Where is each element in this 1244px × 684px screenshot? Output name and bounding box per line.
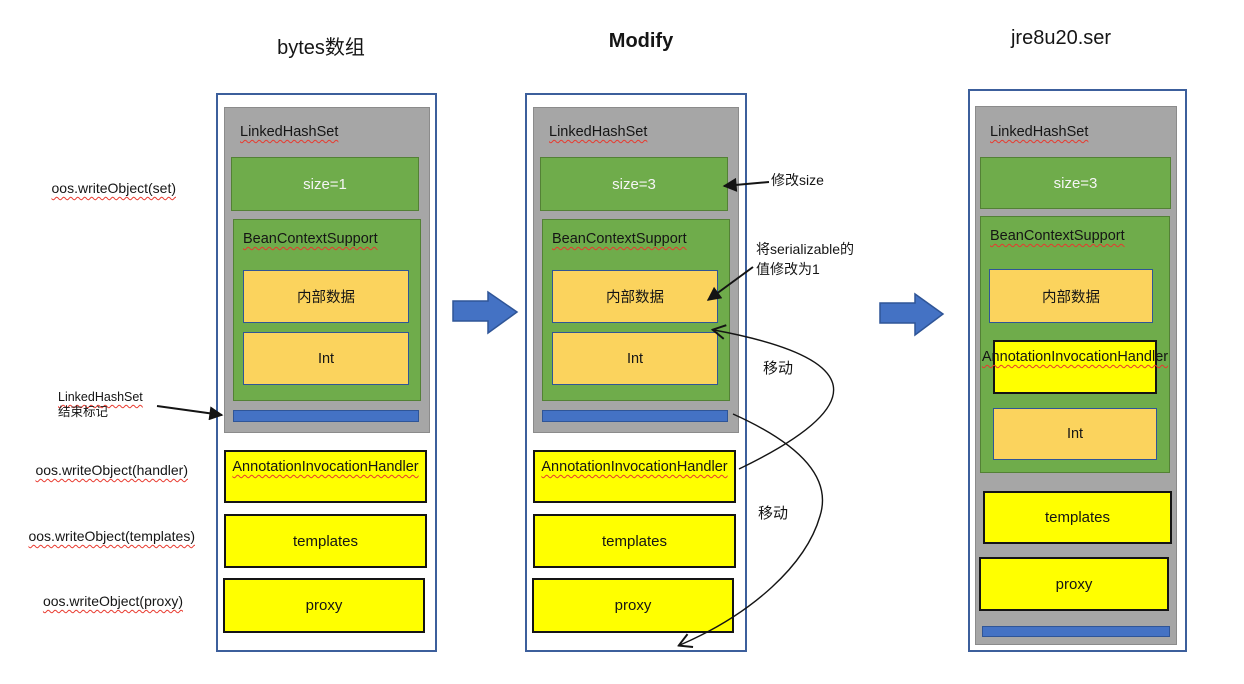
flow-arrow-left-to-middle-icon [452, 290, 519, 335]
flow-arrow-middle-to-right-icon [879, 292, 945, 337]
right-linkedhashset-box: LinkedHashSet size=3 BeanContextSupport … [975, 106, 1177, 645]
right-inner-data-box: 内部数据 [989, 269, 1153, 323]
middle-annotationinvocationhandler-box: AnnotationInvocationHandler [533, 450, 736, 503]
right-proxy-box: proxy [979, 557, 1169, 611]
middle-linkedhashset-label: LinkedHashSet [549, 124, 648, 140]
label-end-marker: LinkedHashSet 结束标记 [58, 390, 168, 420]
right-annotationinvocationhandler-label: AnnotationInvocationHandler [981, 349, 1169, 365]
left-end-marker-bar [233, 410, 419, 422]
left-column-container: LinkedHashSet size=1 BeanContextSupport … [216, 93, 437, 652]
right-annotationinvocationhandler-box: AnnotationInvocationHandler [982, 340, 1168, 394]
middle-annotationinvocationhandler-label: AnnotationInvocationHandler [541, 459, 728, 475]
middle-inner-data-box: 内部数据 [552, 270, 718, 323]
title-bytes-array: bytes数组 [277, 37, 365, 59]
annotation-serializable-line2: 值修改为1 [756, 261, 820, 277]
middle-templates-box: templates [533, 514, 736, 568]
left-int-box: Int [243, 332, 409, 385]
annotation-modify-size: 修改size [771, 172, 824, 188]
right-beancontextsupport-label: BeanContextSupport [990, 228, 1125, 244]
middle-column-container: LinkedHashSet size=3 BeanContextSupport … [525, 93, 747, 652]
middle-int-box: Int [552, 332, 718, 385]
annotation-move-bottom: 移动 [758, 505, 789, 522]
right-beancontextsupport-box: BeanContextSupport 内部数据 AnnotationInvoca… [980, 216, 1170, 473]
label-writeobject-proxy: oos.writeObject(proxy) [42, 593, 183, 609]
left-annotationinvocationhandler-box: AnnotationInvocationHandler [224, 450, 427, 503]
middle-size-box: size=3 [540, 157, 728, 211]
annotation-serializable-line1: 将serializable的 [756, 241, 855, 257]
label-writeobject-templates: oos.writeObject(templates) [28, 528, 195, 544]
left-size-box: size=1 [231, 157, 419, 211]
right-size-box: size=3 [980, 157, 1171, 209]
middle-proxy-box: proxy [532, 578, 734, 633]
label-writeobject-handler: oos.writeObject(handler) [35, 462, 188, 478]
left-beancontextsupport-box: BeanContextSupport 内部数据 Int [233, 219, 421, 401]
middle-beancontextsupport-label: BeanContextSupport [552, 231, 687, 247]
title-jre8u20-ser: jre8u20.ser [1010, 27, 1112, 49]
left-inner-data-box: 内部数据 [243, 270, 409, 323]
right-column-container: LinkedHashSet size=3 BeanContextSupport … [968, 89, 1187, 652]
left-linkedhashset-label: LinkedHashSet [240, 124, 339, 140]
left-templates-box: templates [224, 514, 427, 568]
title-modify: Modify [608, 30, 674, 52]
right-linkedhashset-label: LinkedHashSet [990, 124, 1089, 140]
right-int-box: Int [993, 408, 1157, 460]
middle-linkedhashset-box: LinkedHashSet size=3 BeanContextSupport … [533, 107, 739, 433]
left-linkedhashset-box: LinkedHashSet size=1 BeanContextSupport … [224, 107, 430, 433]
right-end-marker-bar [982, 626, 1170, 637]
label-writeobject-set: oos.writeObject(set) [51, 180, 176, 196]
annotation-move-top: 移动 [763, 360, 794, 377]
left-annotationinvocationhandler-label: AnnotationInvocationHandler [232, 459, 419, 475]
left-beancontextsupport-label: BeanContextSupport [243, 231, 378, 247]
label-end-marker-line1: LinkedHashSet [58, 390, 143, 404]
middle-beancontextsupport-box: BeanContextSupport 内部数据 Int [542, 219, 730, 401]
right-templates-box: templates [983, 491, 1172, 544]
label-end-marker-line2: 结束标记 [58, 405, 109, 419]
annotation-serializable: 将serializable的 值修改为1 [756, 239, 854, 279]
left-proxy-box: proxy [223, 578, 425, 633]
middle-end-marker-bar [542, 410, 728, 422]
